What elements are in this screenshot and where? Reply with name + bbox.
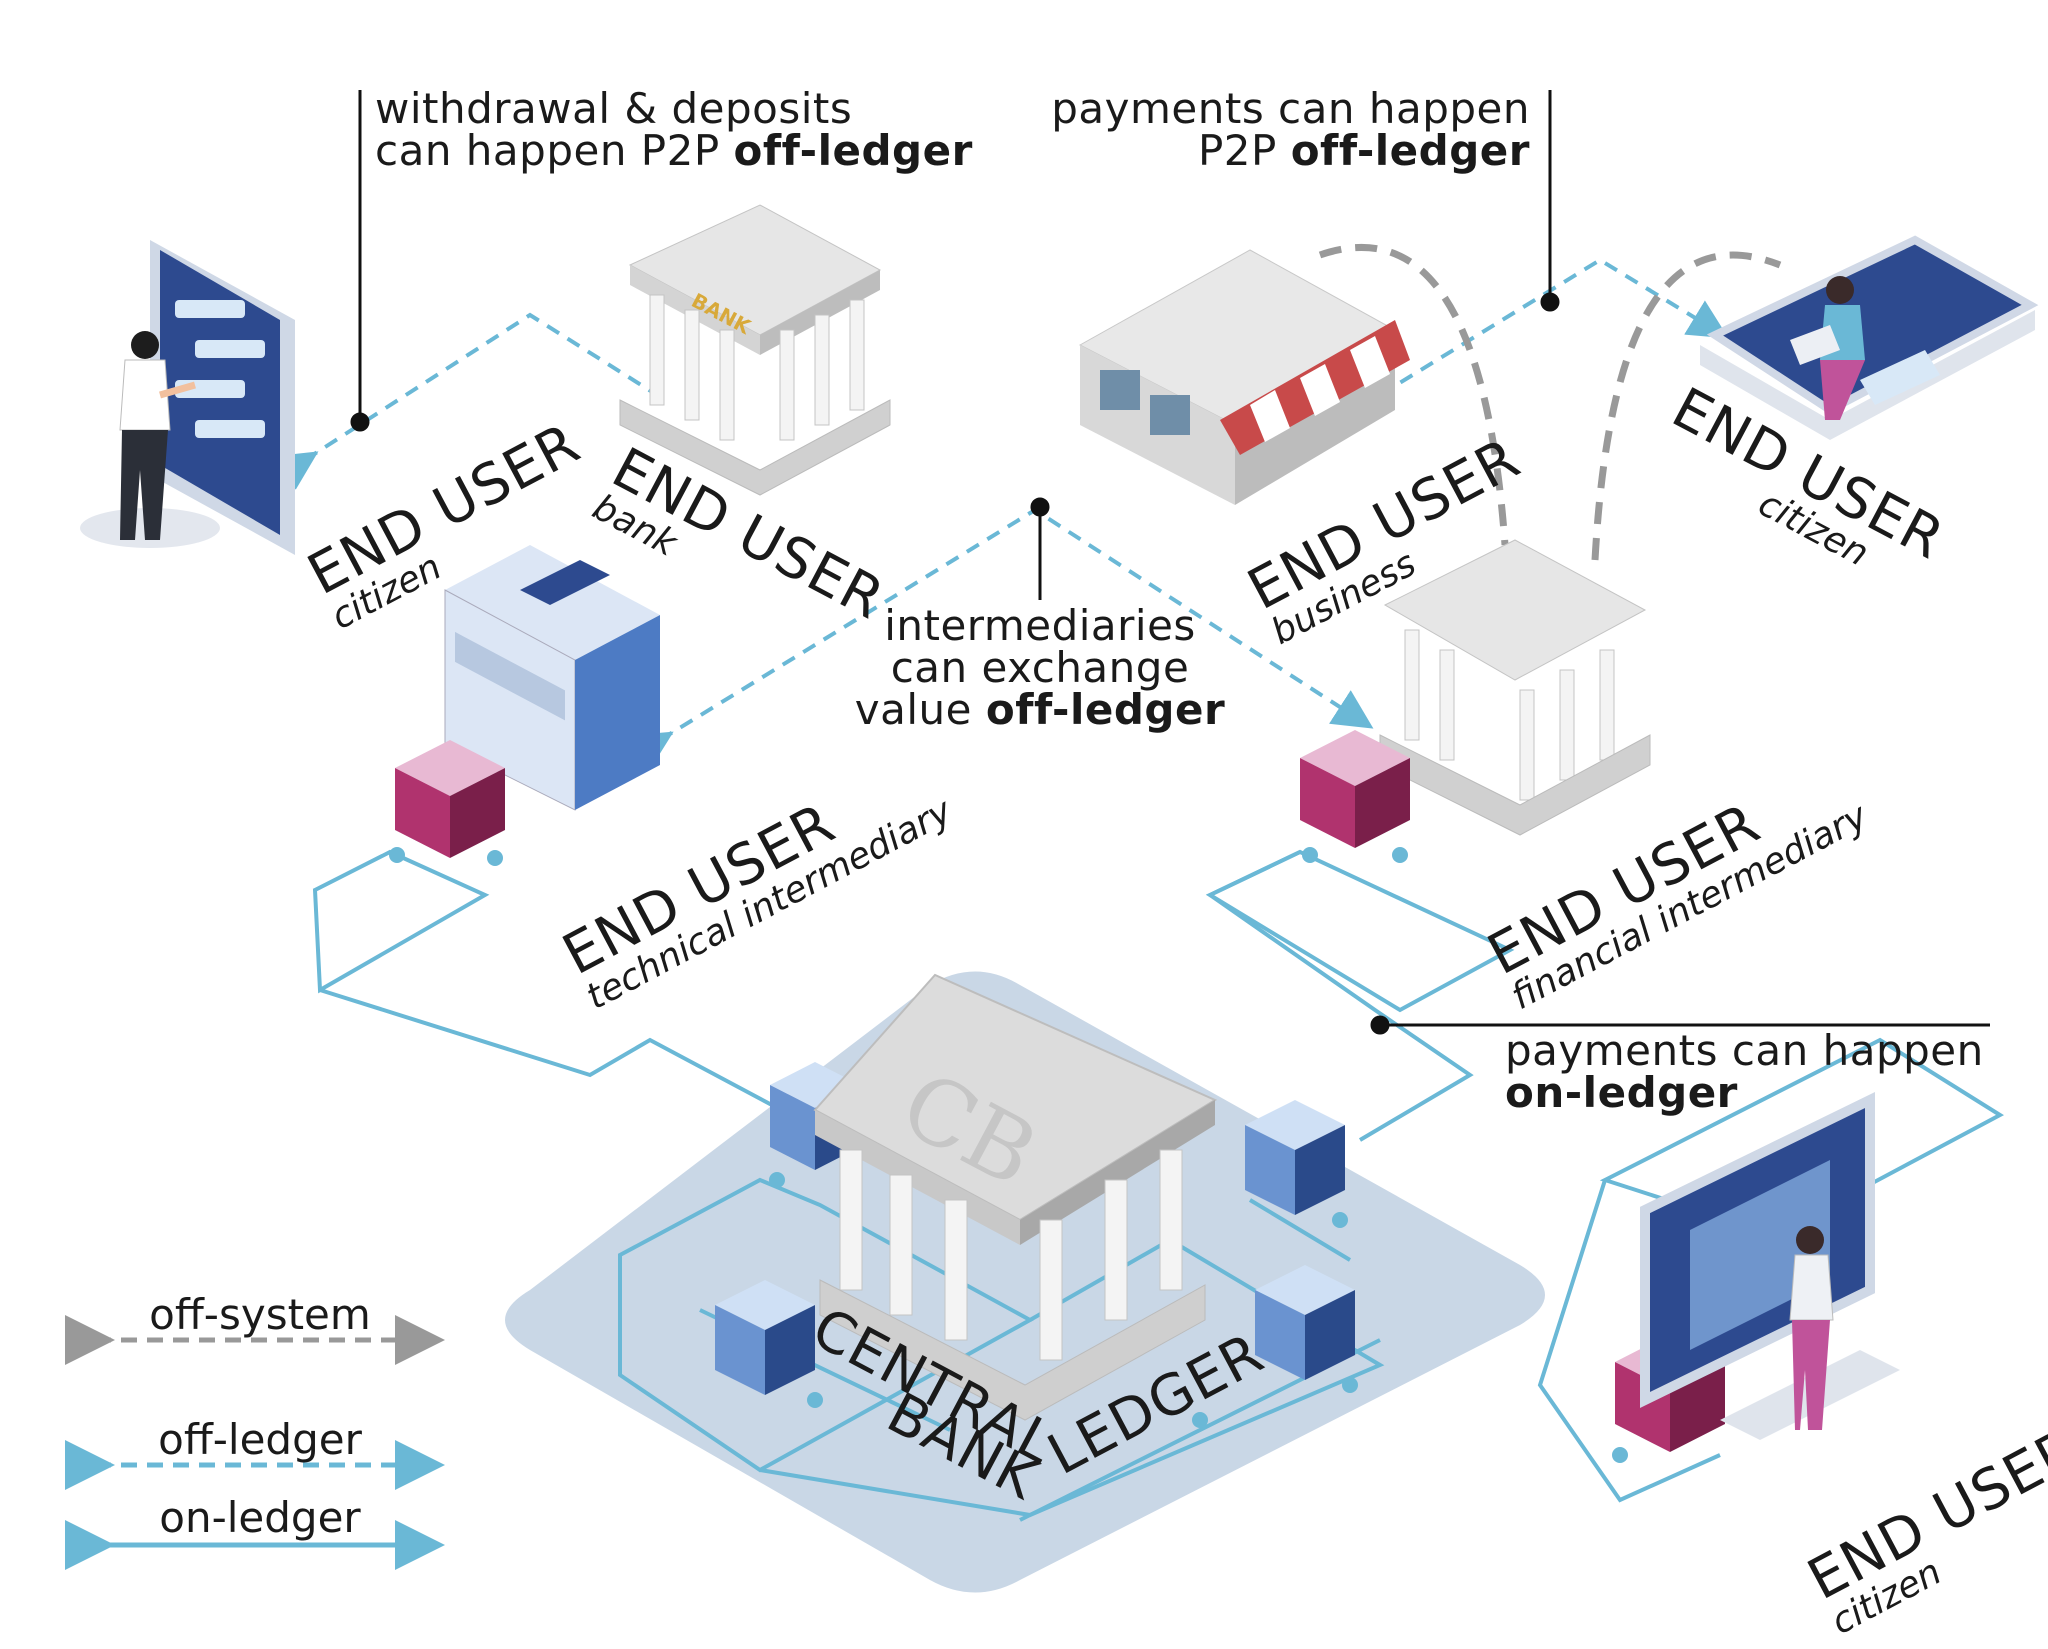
annotation-intermediaries: intermediaries can exchange value off-le… bbox=[850, 605, 1230, 731]
annotation-payments-on-line1: payments can happen bbox=[1505, 1026, 1984, 1075]
annotation-payments-p2p-line1: payments can happen bbox=[1051, 84, 1530, 133]
magenta-cube-technical bbox=[395, 740, 505, 858]
desktop-device bbox=[1640, 1091, 1900, 1440]
off-system-links bbox=[1318, 243, 1782, 561]
legend-on-ledger: on-ledger bbox=[159, 1493, 361, 1542]
annotation-withdrawal-line1: withdrawal & deposits bbox=[375, 84, 853, 133]
central-bank-building: CB bbox=[813, 973, 1218, 1421]
annotation-withdrawal: withdrawal & deposits can happen P2P off… bbox=[375, 88, 973, 172]
annotation-payments-p2p-line2: P2P bbox=[1197, 126, 1291, 175]
connection-dots bbox=[389, 847, 1628, 1463]
annotation-payments-on-bold: on-ledger bbox=[1505, 1068, 1738, 1117]
magenta-cube-financial bbox=[1300, 730, 1410, 848]
phone-device bbox=[1700, 235, 2039, 440]
annotation-payments-on: payments can happen on-ledger bbox=[1505, 1030, 1984, 1114]
annotation-intermediaries-line3: value bbox=[854, 685, 986, 734]
annotation-withdrawal-line2: can happen P2P bbox=[375, 126, 734, 175]
annotation-intermediaries-line2: can exchange bbox=[890, 643, 1190, 692]
tablet-device bbox=[80, 240, 295, 555]
legend-lines bbox=[65, 1315, 445, 1570]
central-ledger-platform bbox=[505, 971, 1545, 1593]
financial-bank-building bbox=[1379, 539, 1651, 836]
annotation-intermediaries-bold: off-ledger bbox=[985, 685, 1226, 734]
annotation-payments-p2p: payments can happen P2P off-ledger bbox=[1000, 88, 1530, 172]
bank-building: BANK bbox=[619, 204, 891, 496]
annotation-payments-p2p-bold: off-ledger bbox=[1290, 126, 1530, 175]
legend-off-ledger: off-ledger bbox=[158, 1415, 362, 1464]
blue-cubes bbox=[715, 1062, 1355, 1395]
callout-leaders bbox=[350, 90, 1990, 1035]
shop-building bbox=[1078, 249, 1410, 505]
annotation-withdrawal-bold: off-ledger bbox=[733, 126, 973, 175]
legend-off-system: off-system bbox=[149, 1290, 371, 1339]
annotation-intermediaries-line1: intermediaries bbox=[884, 601, 1196, 650]
